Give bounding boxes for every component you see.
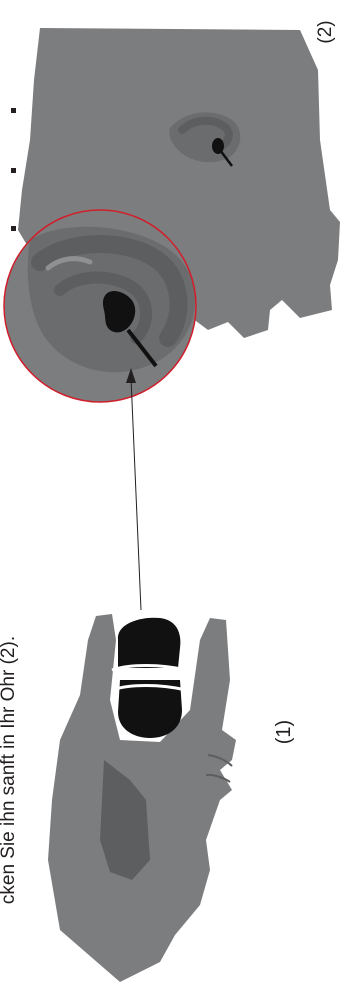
arrow-icon [126,368,141,610]
earplug-insertion-illustration [0,0,341,982]
earplug-icon [112,618,186,738]
step-2-label: (2) [314,12,338,52]
ear-zoom-icon [4,210,196,402]
instruction-text: cken Sie ihn sanft in Ihr Ohr (2). [0,533,21,1007]
step-1-label: (1) [272,712,296,752]
text-fragment-marks [11,108,16,231]
hand-holding-earplug-icon [48,614,236,982]
